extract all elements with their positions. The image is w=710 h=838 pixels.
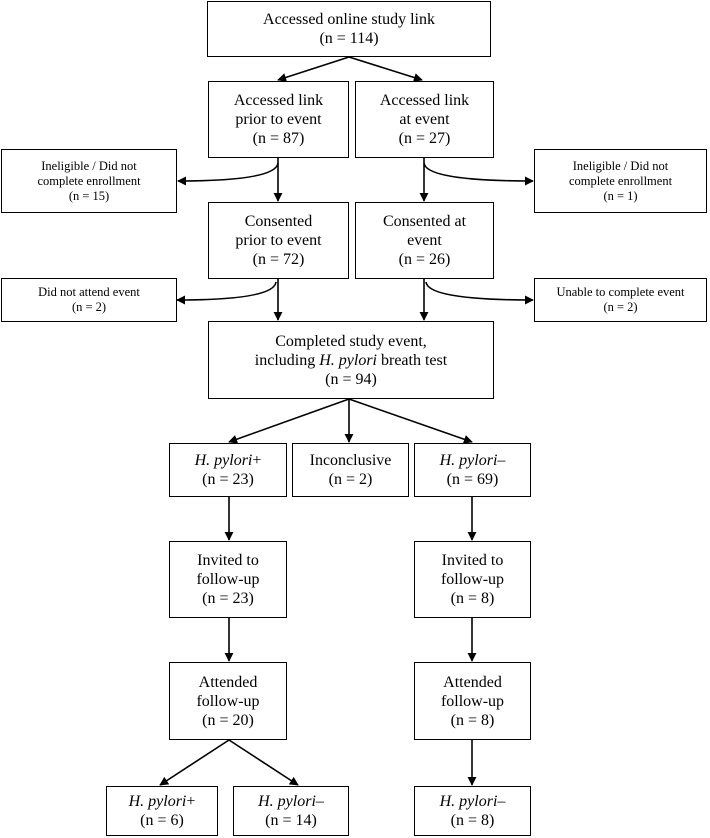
label-inelig-right-2: complete enrollment <box>568 173 673 188</box>
label-invited-neg-count: (n = 8) <box>450 590 495 607</box>
label-inelig-right-count: (n = 1) <box>603 188 638 203</box>
label-attended-neg-count: (n = 8) <box>450 711 495 729</box>
label-invited-pos-2: follow-up <box>196 571 260 588</box>
label-final-pos-count: (n = 6) <box>140 812 184 829</box>
label-attended-pos-1: Attended <box>198 673 258 691</box>
label-prior-1: Accessed link <box>233 92 324 109</box>
label-final-negright-name: H. pylori– <box>439 793 506 810</box>
label-inelig-left-2: complete enrollment <box>37 173 141 188</box>
label-invited-pos-count: (n = 23) <box>202 590 254 607</box>
label-accessed-title: Accessed online study link <box>263 11 435 28</box>
label-inconclusive: Inconclusive <box>309 452 392 469</box>
box-completed-event: Completed study event, including H. pylo… <box>208 321 494 399</box>
label-prior-2: prior to event <box>235 111 322 128</box>
label-inconclusive-count: (n = 2) <box>328 471 373 488</box>
box-final-hpylori-negative-mid: H. pylori– (n = 14) <box>233 786 349 836</box>
box-final-hpylori-positive: H. pylori+ (n = 6) <box>106 786 218 836</box>
label-invited-neg-1: Invited to <box>441 552 504 569</box>
box-invited-negative: Invited to follow-up (n = 8) <box>414 541 531 618</box>
box-unable-to-complete: Unable to complete event (n = 2) <box>534 278 707 322</box>
label-inelig-left-1: Ineligible / Did not <box>41 158 137 173</box>
box-hpylori-negative: H. pylori– (n = 69) <box>414 443 531 497</box>
label-accessed-count: (n = 114) <box>319 30 379 47</box>
label-final-pos-name: H. pylori+ <box>128 793 196 810</box>
label-hpneg-count: (n = 69) <box>446 471 499 488</box>
label-completed-2: including H. pylori breath test <box>254 351 448 369</box>
label-unable-count: (n = 2) <box>603 300 638 314</box>
box-invited-positive: Invited to follow-up (n = 23) <box>169 541 287 618</box>
label-inelig-left-count: (n = 15) <box>68 188 110 203</box>
label-unable-1: Unable to complete event <box>556 285 685 299</box>
box-did-not-attend: Did not attend event (n = 2) <box>1 278 177 322</box>
arrow-consent-at-to-unable <box>425 281 534 305</box>
arrow-completed-to-hpneg <box>348 398 473 444</box>
arrow-attended-to-final-neg-mid <box>228 739 299 786</box>
box-hpylori-positive: H. pylori+ (n = 23) <box>169 443 287 497</box>
label-consent-prior-count: (n = 72) <box>252 251 305 268</box>
arrow-accessed-to-at <box>348 56 423 82</box>
box-accessed-prior: Accessed link prior to event (n = 87) <box>208 81 349 158</box>
label-attended-pos-count: (n = 20) <box>202 711 254 729</box>
label-completed-1: Completed study event, <box>275 332 427 350</box>
box-consented-at-event: Consented at event (n = 26) <box>355 202 494 279</box>
arrow-attended-to-final-pos <box>159 739 230 786</box>
label-consent-prior-1: Consented <box>244 213 313 230</box>
label-invited-pos-1: Invited to <box>197 552 259 569</box>
label-final-negright-count: (n = 8) <box>450 812 495 829</box>
box-accessed-online-link: Accessed online study link (n = 114) <box>207 1 491 57</box>
box-inconclusive: Inconclusive (n = 2) <box>292 443 409 497</box>
box-ineligible-right: Ineligible / Did not complete enrollment… <box>534 149 707 213</box>
label-consent-at-2: event <box>407 232 442 249</box>
arrow-accessed-to-prior <box>277 56 350 82</box>
label-prior-count: (n = 87) <box>252 130 305 147</box>
label-noattend-count: (n = 2) <box>71 300 107 314</box>
label-attended-neg-1: Attended <box>443 673 502 691</box>
box-consented-prior: Consented prior to event (n = 72) <box>208 202 349 279</box>
label-final-negmid-name: H. pylori– <box>258 793 324 810</box>
label-hpneg-name: H. pylori– <box>439 452 506 469</box>
box-attended-positive: Attended follow-up (n = 20) <box>169 662 287 740</box>
label-attended-pos-2: follow-up <box>196 692 260 710</box>
label-consent-at-count: (n = 26) <box>398 251 451 268</box>
label-at-1: Accessed link <box>379 92 470 109</box>
arrow-at-to-ineligible <box>423 162 534 186</box>
label-at-count: (n = 27) <box>398 130 451 147</box>
box-accessed-at-event: Accessed link at event (n = 27) <box>355 81 494 158</box>
box-final-hpylori-negative-right: H. pylori– (n = 8) <box>414 786 531 836</box>
label-invited-neg-2: follow-up <box>440 571 505 588</box>
label-final-negmid-count: (n = 14) <box>265 812 317 829</box>
arrow-prior-to-ineligible <box>177 162 279 186</box>
box-attended-negative: Attended follow-up (n = 8) <box>414 662 531 740</box>
label-consent-prior-2: prior to event <box>235 232 322 249</box>
label-hppos-count: (n = 23) <box>202 471 254 488</box>
arrow-consent-prior-to-noattend <box>176 281 277 305</box>
label-noattend-1: Did not attend event <box>38 285 140 299</box>
label-attended-neg-2: follow-up <box>440 692 505 710</box>
label-completed-count: (n = 94) <box>325 370 377 388</box>
arrow-completed-to-hppos <box>228 398 350 444</box>
box-ineligible-left: Ineligible / Did not complete enrollment… <box>1 149 177 213</box>
label-inelig-right-1: Ineligible / Did not <box>572 158 669 173</box>
label-consent-at-1: Consented at <box>382 213 467 230</box>
label-hppos-name: H. pylori+ <box>194 452 262 469</box>
label-at-2: at event <box>399 111 450 128</box>
